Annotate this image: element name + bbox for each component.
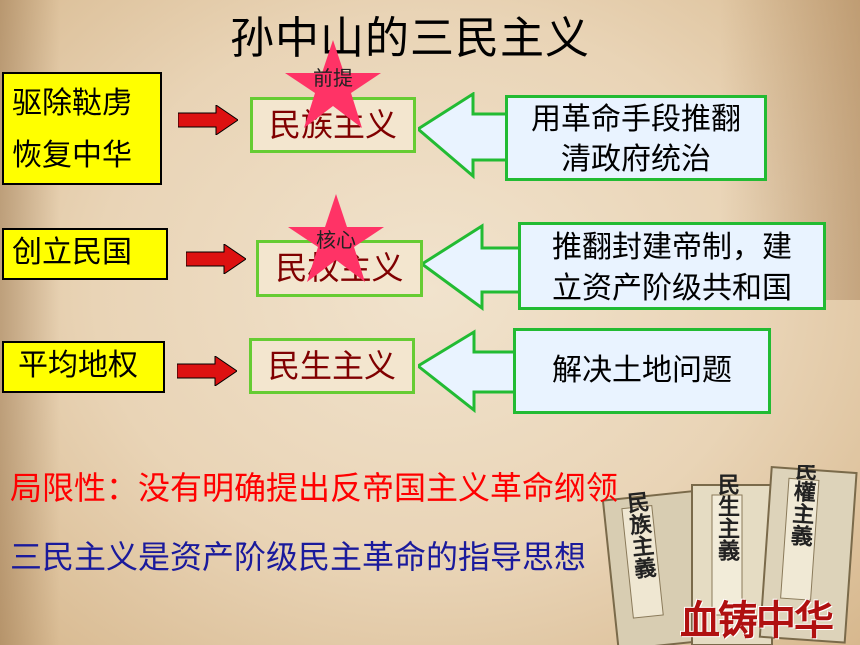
right-arrow-icon [178,105,238,135]
slogan-line: 恢复中华 [12,138,132,173]
content-line: 用革命手段推翻 [531,102,741,137]
slogan-box-livelihood: 平均地权 [2,341,165,393]
books-image: 民族主義 民生主義 民權主義 [601,458,858,645]
conclusion-text: 三民主义是资产阶级民主革命的指导思想 [10,538,587,576]
content-line: 推翻封建帝制，建 [552,230,792,265]
star-icon [285,40,381,128]
content-box-nationalism: 用革命手段推翻 清政府统治 [505,95,767,181]
brand-logo-text: 血铸中华 [680,598,834,644]
star-label-core: 核心 [316,228,356,252]
callout-arrow-democracy [422,223,530,311]
book-illustration: 民族主義 民生主義 民權主義 [600,458,860,645]
content-box-democracy: 推翻封建帝制，建 立资产阶级共和国 [518,222,826,310]
star-icon [288,194,384,282]
content-box-livelihood: 解决土地问题 [513,328,771,414]
principle-box-livelihood: 民生主义 [249,338,415,394]
slide-title: 孙中山的三民主义 [230,13,590,64]
content-line: 清政府统治 [561,142,711,177]
slogan-line: 平均地权 [18,348,138,383]
principle-label: 民生主义 [267,347,396,385]
slogan-box-democracy: 创立民国 [2,228,168,280]
right-arrow-icon [186,244,246,274]
content-line: 立资产阶级共和国 [552,271,792,306]
star-label-premise: 前提 [313,66,353,90]
slogan-line: 驱除鞑虏 [12,86,132,121]
right-arrow-icon [177,356,237,386]
slogan-line: 创立民国 [12,235,132,270]
content-line: 解决土地问题 [552,353,732,388]
book-title-char: 民生主義 [714,473,740,561]
limitation-text: 局限性：没有明确提出反帝国主义革命纲领 [10,469,619,507]
principle-label: 民族主义 [268,106,397,144]
callout-arrow-nationalism [418,92,516,180]
book-title-char: 民權主義 [786,465,818,547]
slogan-box-nationalism: 驱除鞑虏 恢复中华 [2,72,162,185]
callout-arrow-livelihood [418,329,520,414]
